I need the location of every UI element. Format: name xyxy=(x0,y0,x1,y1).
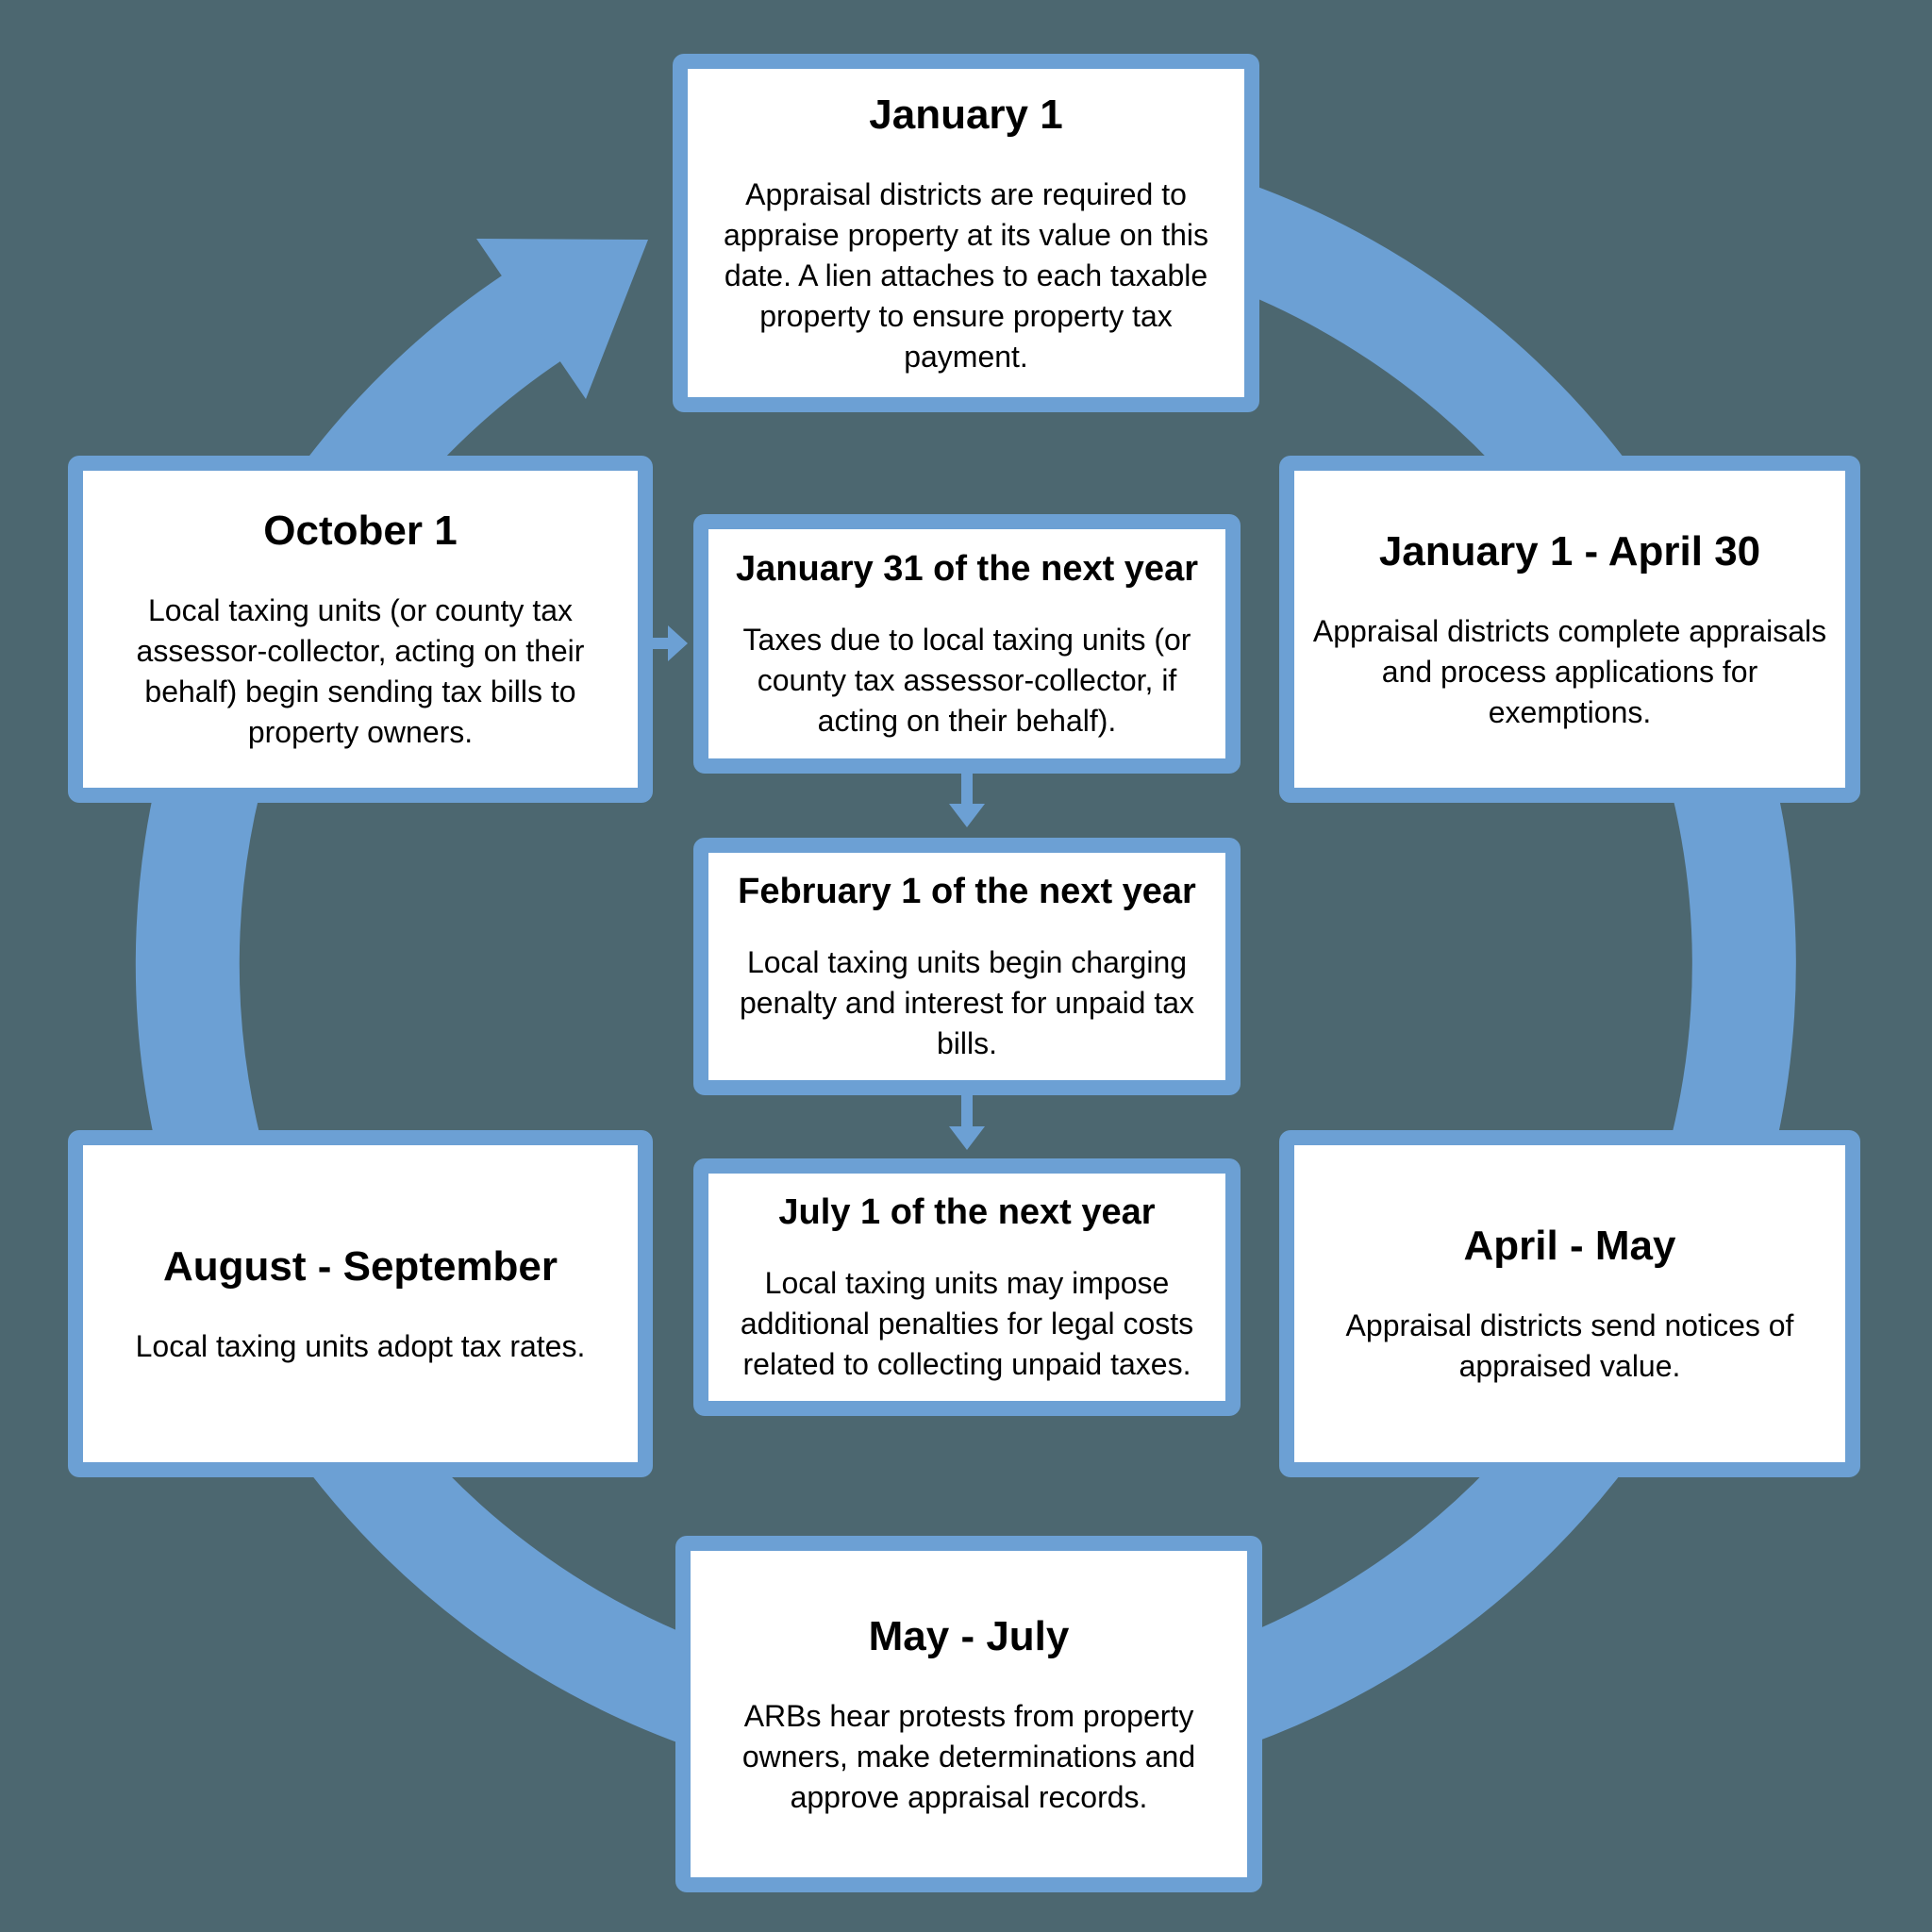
step-title: April - May xyxy=(1463,1223,1676,1269)
step-title: January 31 of the next year xyxy=(736,549,1198,589)
step-box-january-1-april-30: January 1 - April 30 Appraisal districts… xyxy=(1279,456,1860,803)
step-description: Appraisal districts send notices of appr… xyxy=(1345,1308,1794,1383)
step-description: Local taxing units (or county tax assess… xyxy=(136,593,585,749)
step-description: Local taxing units may impose additional… xyxy=(740,1266,1194,1381)
step-box-february-1-next-year: February 1 of the next year Local taxing… xyxy=(693,838,1241,1095)
step-description: Taxes due to local taxing units (or coun… xyxy=(742,623,1191,738)
step-description: ARBs hear protests from property owners,… xyxy=(741,1698,1196,1814)
step-title: August - September xyxy=(162,1242,558,1290)
step-title: February 1 of the next year xyxy=(738,872,1196,911)
step-box-january-1: January 1 Appraisal districts are requir… xyxy=(673,54,1259,412)
down-arrow-icon xyxy=(949,1094,985,1150)
right-arrow-icon xyxy=(651,625,688,661)
step-box-october-1: October 1 Local taxing units (or county … xyxy=(68,456,653,803)
down-arrow-icon xyxy=(949,772,985,827)
step-box-january-31-next-year: January 31 of the next year Taxes due to… xyxy=(693,514,1241,774)
step-box-april-may: April - May Appraisal districts send not… xyxy=(1279,1130,1860,1477)
step-description: Appraisal districts complete appraisals … xyxy=(1312,613,1827,729)
step-description: Local taxing units adopt tax rates. xyxy=(135,1328,586,1363)
cycle-arrowhead-icon xyxy=(476,239,648,399)
step-title: May - July xyxy=(868,1612,1070,1659)
step-box-july-1-next-year: July 1 of the next year Local taxing uni… xyxy=(693,1158,1241,1416)
step-description: Appraisal districts are required to appr… xyxy=(723,176,1209,374)
step-box-may-july: May - July ARBs hear protests from prope… xyxy=(675,1536,1262,1892)
step-title: January 1 xyxy=(869,91,1063,138)
step-description: Local taxing units begin charging penalt… xyxy=(739,945,1195,1060)
step-title: July 1 of the next year xyxy=(778,1192,1156,1232)
step-box-august-september: August - September Local taxing units ad… xyxy=(68,1130,653,1477)
step-title: January 1 - April 30 xyxy=(1378,527,1761,575)
step-title: October 1 xyxy=(263,508,458,554)
